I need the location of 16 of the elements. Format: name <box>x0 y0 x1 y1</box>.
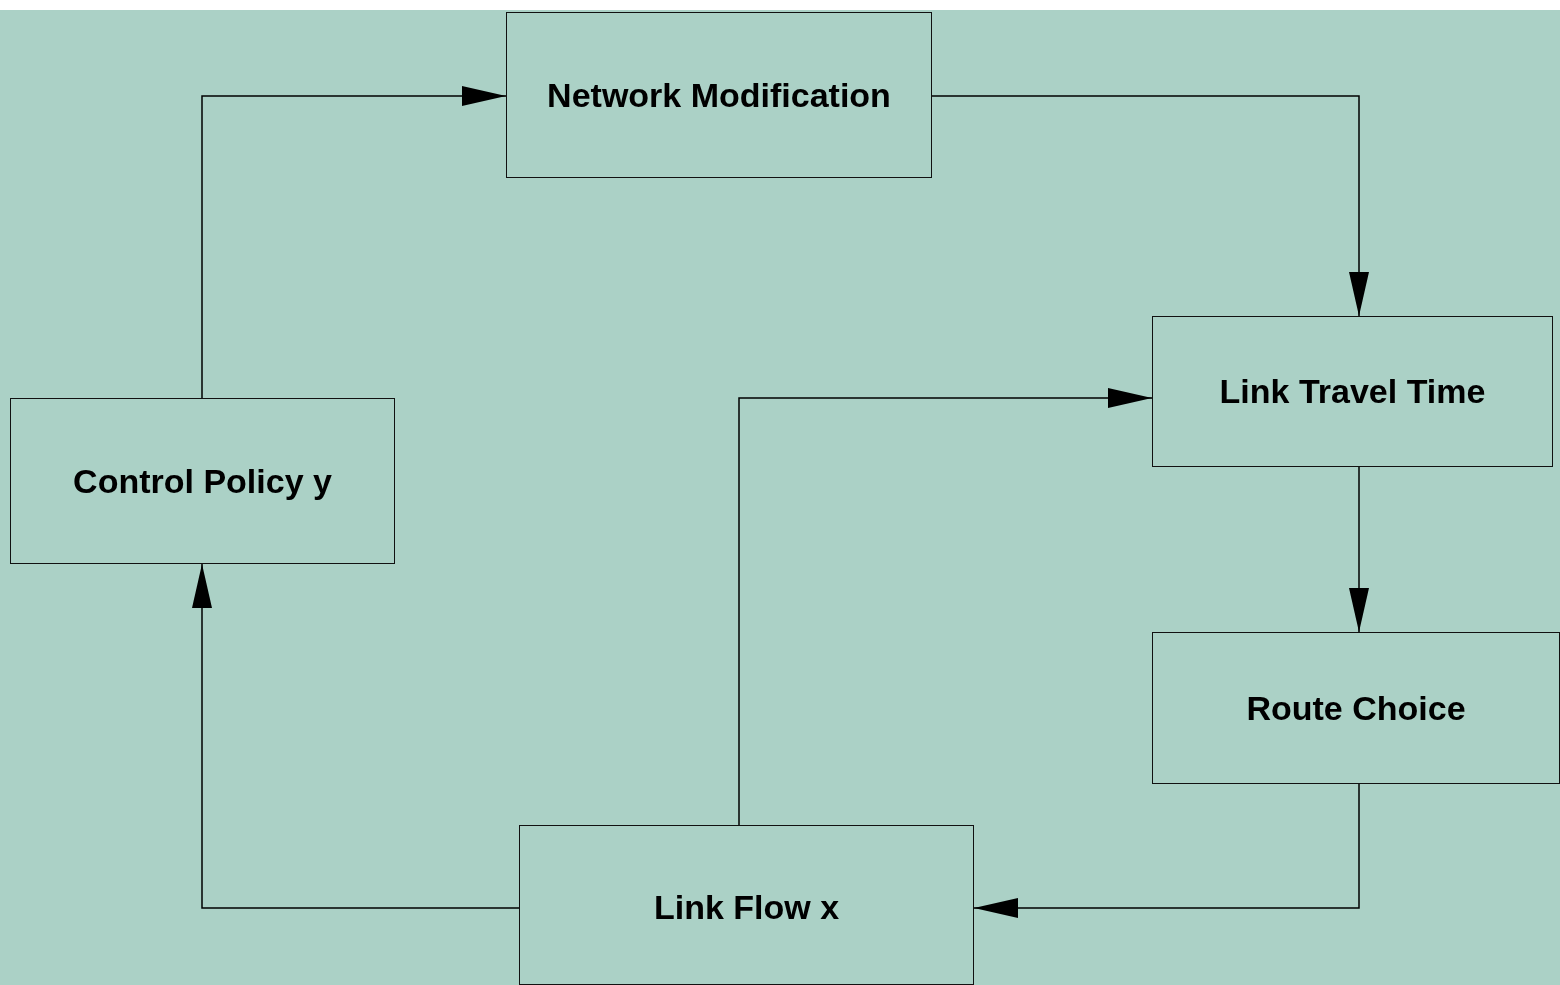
arrow <box>973 783 1360 918</box>
arrow <box>192 563 520 909</box>
process-box <box>519 825 974 985</box>
process-box <box>1152 632 1560 784</box>
box-label: Link Flow x <box>653 888 840 927</box>
arrow <box>931 95 1369 317</box>
box-label: Link Travel Time <box>1219 372 1486 411</box>
box-label: Network Modification <box>547 75 891 115</box>
arrow <box>201 86 507 399</box>
box-label: Route Choice <box>1246 688 1466 728</box>
box-label: Control Policy y <box>73 461 332 501</box>
process-box <box>506 12 932 178</box>
arrow <box>738 388 1153 826</box>
process-box <box>1152 316 1553 467</box>
process-box <box>10 398 395 564</box>
arrow <box>1349 466 1369 633</box>
